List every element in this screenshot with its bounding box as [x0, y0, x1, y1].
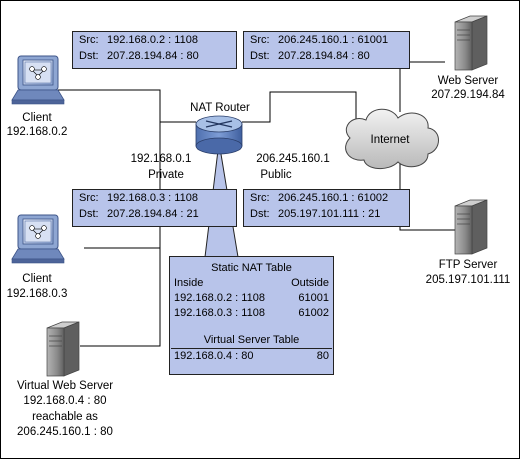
vserver-name: Virtual Web Server	[16, 380, 114, 392]
internet-cloud-icon	[345, 108, 439, 169]
dst-key: Dst:	[250, 208, 270, 220]
nat-table-title: Static NAT Table	[211, 262, 292, 274]
link-client1	[58, 89, 196, 123]
client2-name: Client	[22, 273, 52, 285]
nat-table-header: Inside Outside	[170, 276, 333, 291]
src-key: Src:	[250, 34, 270, 46]
src-value: 206.245.160.1 : 61001	[278, 34, 389, 46]
outside-cell: 80	[316, 350, 329, 362]
router-public-ip: 206.245.160.1	[256, 153, 330, 165]
table-row: 192.168.0.2 : 1108 61001	[170, 291, 333, 306]
router-icon	[195, 115, 243, 155]
dst-value: 205.197.101.111 : 21	[278, 208, 381, 220]
webserver-name: Web Server	[437, 75, 499, 87]
vserver-ip: 192.168.0.4 : 80	[23, 395, 107, 407]
packet-box-public1: Src: 206.245.160.1 : 61001 Dst: 207.28.194…	[243, 31, 410, 69]
dst-value: 207.28.194.84 : 80	[278, 50, 370, 62]
virtual-server-table-title: Virtual Server Table	[171, 333, 332, 349]
ftp-server-icon	[454, 199, 488, 255]
router-private-label: Private	[148, 169, 184, 181]
src-value: 192.168.0.3 : 1108	[107, 192, 198, 204]
client1-ip: 192.168.0.2	[6, 126, 68, 138]
static-nat-table: Static NAT Table Inside Outside 192.168.…	[169, 256, 334, 375]
dst-value: 207.28.194.84 : 80	[107, 50, 199, 62]
src-key: Src:	[79, 192, 99, 204]
src-key: Src:	[79, 34, 99, 46]
src-key: Src:	[250, 192, 270, 204]
client1-computer-icon	[11, 55, 65, 105]
webserver-ip: 207.29.194.84	[431, 89, 505, 101]
inside-cell: 192.168.0.2 : 1108	[174, 292, 265, 304]
client2-computer-icon	[11, 214, 65, 264]
outside-cell: 61002	[298, 307, 329, 319]
ftpserver-ip: 205.197.101.111	[425, 274, 511, 286]
dst-value: 207.28.194.84 : 21	[107, 208, 199, 220]
src-value: 192.168.0.2 : 1108	[107, 34, 198, 46]
packet-box-public2: Src: 206.245.160.1 : 61002 Dst: 205.197.10…	[243, 189, 410, 227]
inside-cell: 192.168.0.3 : 1108	[174, 307, 265, 319]
dst-key: Dst:	[79, 50, 99, 62]
dst-key: Dst:	[250, 50, 270, 62]
vserver-public: 206.245.160.1 : 80	[17, 426, 113, 438]
dst-key: Dst:	[79, 208, 99, 220]
table-row: 192.168.0.4 : 80 80	[170, 349, 333, 364]
col-outside-header: Outside	[291, 277, 329, 289]
vserver-reach: reachable as	[32, 411, 98, 423]
packet-box-client1: Src: 192.168.0.2 : 1108 Dst: 207.28.194.84…	[72, 31, 237, 69]
router-public-label: Public	[260, 169, 292, 181]
virtual-web-server-icon	[46, 321, 80, 377]
col-inside-header: Inside	[174, 277, 204, 289]
client1-name: Client	[22, 112, 52, 124]
router-private-ip: 192.168.0.1	[130, 153, 192, 165]
outside-cell: 61001	[298, 292, 329, 304]
inside-cell: 192.168.0.4 : 80	[174, 350, 254, 362]
link-ftpserver	[399, 160, 455, 231]
web-server-icon	[454, 15, 488, 71]
link-router-internet	[242, 91, 357, 130]
table-row: 192.168.0.3 : 1108 61002	[170, 306, 333, 321]
internet-label: Internet	[370, 134, 410, 146]
router-title: NAT Router	[190, 102, 250, 114]
ftpserver-name: FTP Server	[438, 259, 498, 271]
src-value: 206.245.160.1 : 61002	[278, 192, 389, 204]
client2-ip: 192.168.0.3	[6, 288, 68, 300]
packet-box-client2: Src: 192.168.0.3 : 1108 Dst: 207.28.194.84…	[72, 189, 237, 227]
